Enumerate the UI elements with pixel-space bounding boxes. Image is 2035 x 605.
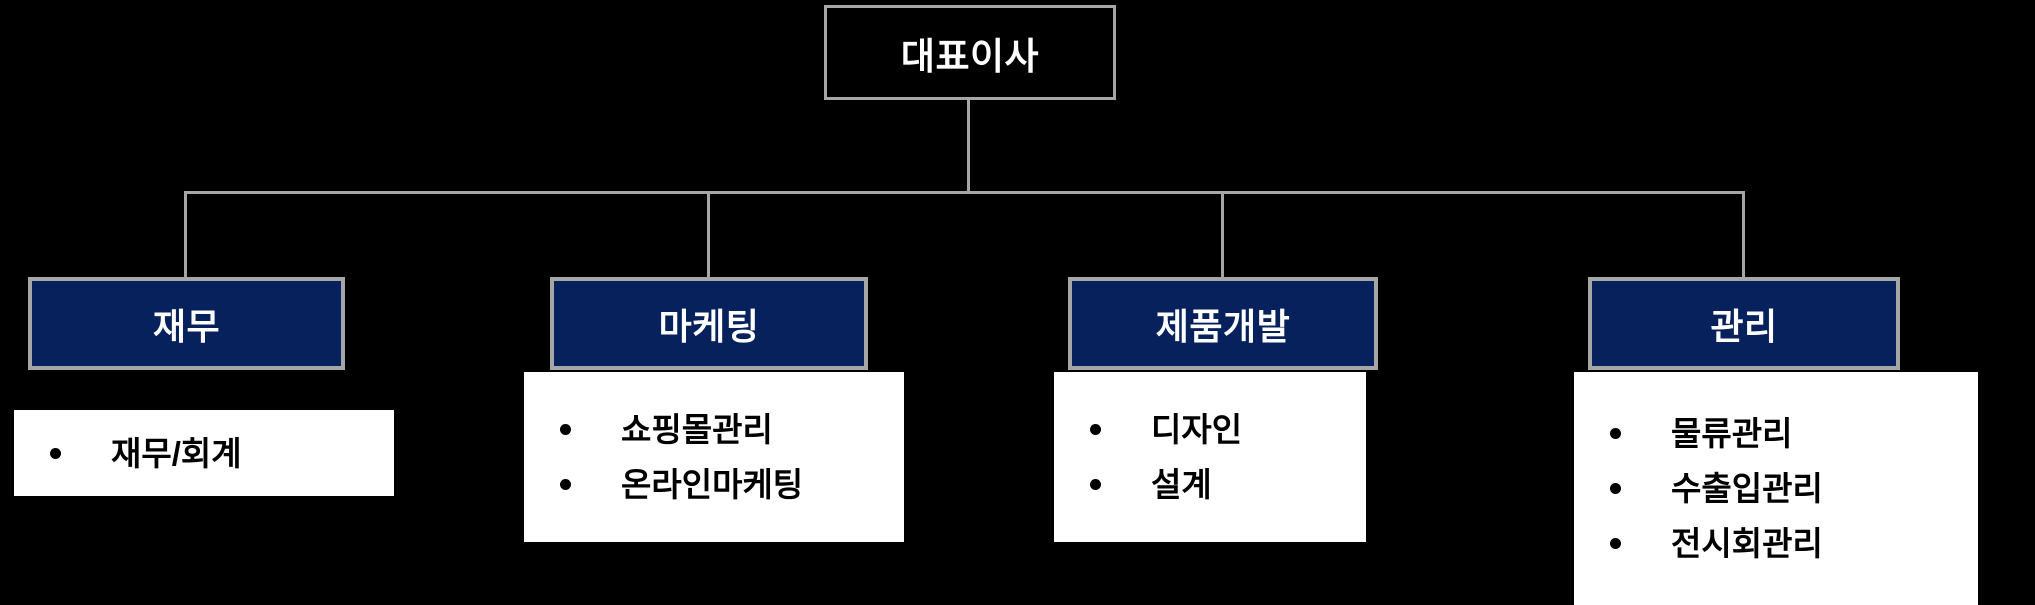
detail-panel-administration: 물류관리 수출입관리 전시회관리 <box>1574 372 1978 605</box>
list-item: 설계 <box>1054 457 1366 512</box>
list-item-label: 설계 <box>1151 466 1212 503</box>
list-item: 디자인 <box>1054 402 1366 457</box>
list-item-label: 재무/회계 <box>111 434 242 472</box>
list-item: 수출입관리 <box>1574 461 1978 516</box>
node-department-product-development[interactable]: 제품개발 <box>1068 277 1378 370</box>
node-department-product-development-label: 제품개발 <box>1155 305 1291 347</box>
bullet-icon <box>560 479 571 490</box>
node-department-finance-label: 재무 <box>152 305 221 347</box>
connector-drop-4 <box>1742 191 1745 277</box>
connector-drop-1 <box>184 191 187 277</box>
list-item-label: 물류관리 <box>1671 415 1793 452</box>
list-item-label: 전시회관리 <box>1671 525 1823 562</box>
connector-drop-3 <box>1221 191 1224 277</box>
node-department-administration[interactable]: 관리 <box>1588 277 1900 370</box>
list-item: 쇼핑몰관리 <box>524 402 904 457</box>
connector-horizontal-bus <box>184 191 1745 194</box>
bullet-icon <box>560 424 571 435</box>
node-department-finance[interactable]: 재무 <box>28 277 345 370</box>
list-item: 물류관리 <box>1574 406 1978 461</box>
list-item-label: 수출입관리 <box>1671 470 1823 507</box>
bullet-icon <box>1090 479 1101 490</box>
list-item: 전시회관리 <box>1574 516 1978 571</box>
node-department-administration-label: 관리 <box>1710 305 1778 347</box>
bullet-icon <box>50 447 61 459</box>
bullet-icon <box>1610 428 1621 439</box>
node-department-marketing-label: 마케팅 <box>658 305 760 347</box>
detail-panel-finance: 재무/회계 <box>14 410 394 496</box>
bullet-icon <box>1610 483 1621 494</box>
node-ceo[interactable]: 대표이사 <box>824 5 1116 100</box>
list-item-label: 쇼핑몰관리 <box>621 411 773 448</box>
connector-drop-2 <box>707 191 710 277</box>
list-item-label: 온라인마케팅 <box>621 466 804 503</box>
list-item: 온라인마케팅 <box>524 457 904 512</box>
list-item-label: 디자인 <box>1151 411 1243 448</box>
bullet-icon <box>1090 424 1101 435</box>
bullet-icon <box>1610 538 1621 549</box>
node-department-marketing[interactable]: 마케팅 <box>550 277 868 370</box>
node-ceo-label: 대표이사 <box>900 35 1040 77</box>
detail-panel-product-development: 디자인 설계 <box>1054 372 1366 542</box>
list-item: 재무/회계 <box>14 426 394 481</box>
detail-panel-marketing: 쇼핑몰관리 온라인마케팅 <box>524 372 904 542</box>
connector-root-vertical <box>967 100 970 194</box>
